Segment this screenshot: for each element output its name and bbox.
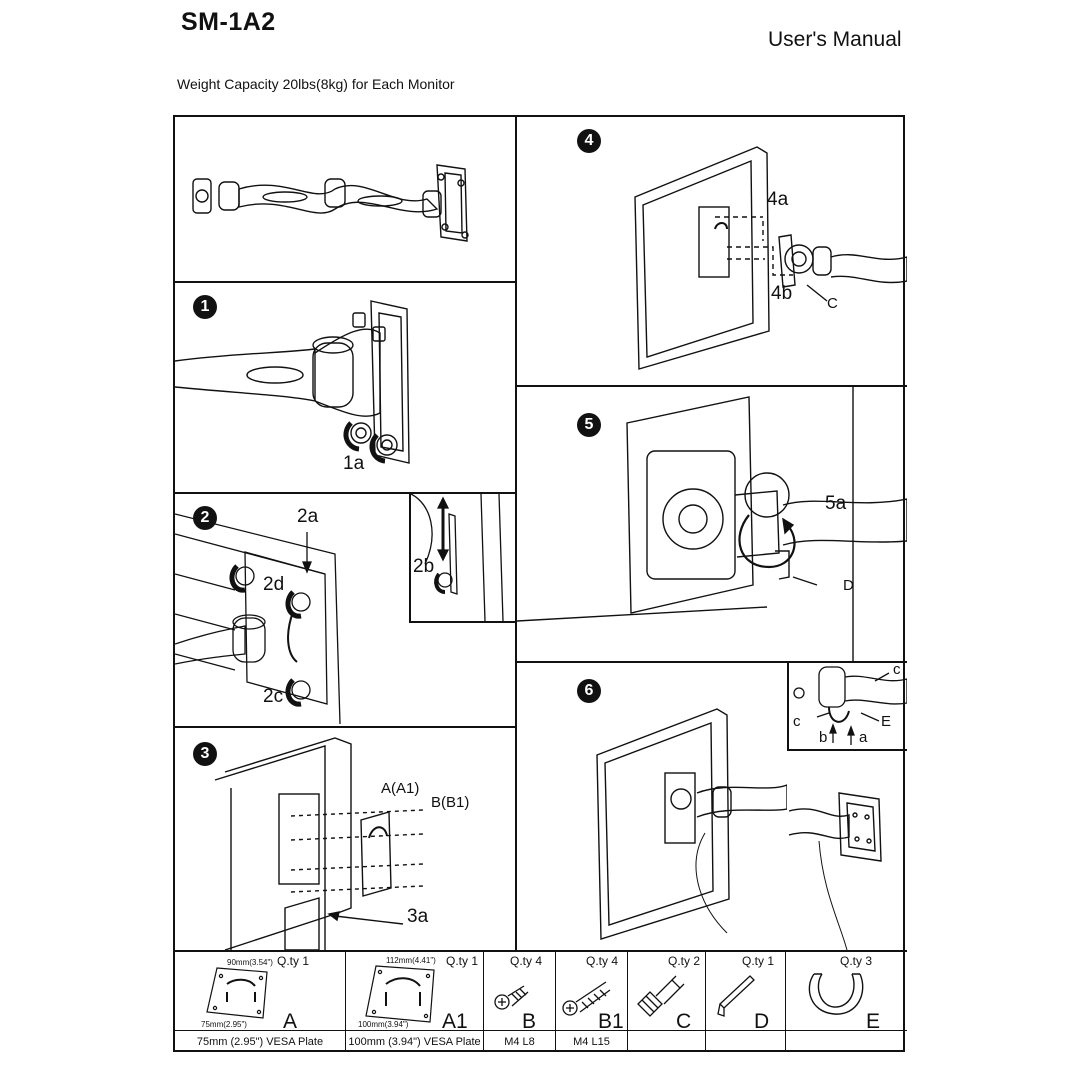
part-cell-b1: Q.ty 4 B1 M4 L15 bbox=[556, 952, 627, 1052]
callout-c: C bbox=[827, 295, 838, 312]
thumb-screw-icon bbox=[637, 975, 685, 1017]
callout-a: a bbox=[859, 729, 868, 746]
short-screw-icon bbox=[494, 985, 529, 1010]
step-2-inset: 2b bbox=[411, 494, 515, 621]
step-4-number: 4 bbox=[577, 129, 601, 153]
part-cell-a1: Q.ty 1 112mm(4.41") 100mm(3.94") A1 100m… bbox=[346, 952, 483, 1052]
callout-vesa-plate: A(A1) bbox=[381, 780, 420, 797]
callout-2d: 2d bbox=[263, 574, 285, 595]
step-1-number: 1 bbox=[193, 295, 217, 319]
part-a-label: A bbox=[283, 1010, 298, 1033]
part-b-label: B bbox=[522, 1010, 537, 1033]
part-a1-label: A1 bbox=[442, 1010, 468, 1033]
step-2-panel: 2 2a 2d 2c bbox=[175, 494, 409, 726]
vesa-plate-75-icon bbox=[206, 967, 268, 1019]
step-1-panel: 1 1a bbox=[175, 283, 515, 492]
part-a-qty: Q.ty 1 bbox=[277, 954, 310, 968]
vesa-plate-100-icon bbox=[365, 965, 435, 1023]
step-5-illustration bbox=[517, 387, 907, 661]
part-cell-b: Q.ty 4 B M4 L8 bbox=[484, 952, 555, 1052]
part-d-qty: Q.ty 1 bbox=[742, 954, 775, 968]
callout-4b: 4b bbox=[771, 283, 793, 304]
callout-3a: 3a bbox=[407, 906, 429, 927]
callout-5a: 5a bbox=[825, 493, 847, 514]
weight-capacity: Weight Capacity 20lbs(8kg) for Each Moni… bbox=[177, 76, 455, 92]
part-a-dim-top: 90mm(3.54") bbox=[227, 958, 273, 967]
callout-e: E bbox=[881, 713, 892, 730]
step-2b-detail bbox=[411, 494, 504, 621]
callout-4a: 4a bbox=[767, 189, 789, 210]
part-b-qty: Q.ty 4 bbox=[510, 954, 543, 968]
step-6-extension bbox=[789, 792, 882, 950]
step-4-illustration bbox=[634, 146, 907, 370]
step-6-inset: c c E b a bbox=[789, 663, 907, 749]
part-a-dim-side: 75mm(2.95") bbox=[201, 1020, 247, 1029]
callout-2b: 2b bbox=[413, 556, 435, 577]
step-3-illustration bbox=[214, 737, 424, 950]
step-5-number: 5 bbox=[577, 413, 601, 437]
step-6-panel: 6 bbox=[517, 663, 787, 950]
step-5-panel: 5 5a D bbox=[517, 387, 907, 661]
part-cell-a: Q.ty 1 90mm(3.54") 75mm(2.95") A 75mm (2… bbox=[175, 952, 345, 1052]
step-3-number: 3 bbox=[193, 742, 217, 766]
cable-clip-icon bbox=[808, 973, 864, 1015]
callout-b: b bbox=[819, 729, 828, 746]
overview-panel bbox=[175, 117, 515, 281]
model-number: SM-1A2 bbox=[181, 8, 276, 36]
part-c-label: C bbox=[676, 1010, 692, 1033]
part-a1-desc: 100mm (3.94") VESA Plate bbox=[348, 1036, 481, 1048]
part-a1-dim-side: 100mm(3.94") bbox=[358, 1020, 409, 1029]
assembled-arm-illustration bbox=[192, 164, 469, 242]
part-cell-e: Q.ty 3 E bbox=[786, 952, 907, 1052]
part-cell-c: Q.ty 2 C bbox=[628, 952, 705, 1052]
step-2-illustration bbox=[175, 513, 341, 725]
callout-1a: 1a bbox=[343, 453, 365, 474]
part-a-desc: 75mm (2.95") VESA Plate bbox=[196, 1036, 324, 1048]
callout-c-top: c bbox=[893, 663, 901, 678]
instruction-grid: 1 1a 2 2a 2d 2c bbox=[173, 115, 907, 1052]
step-4-panel: 4 4a 4b C bbox=[517, 117, 907, 385]
callout-c-left: c bbox=[793, 713, 801, 730]
callout-2c: 2c bbox=[263, 686, 284, 707]
part-b1-desc: M4 L15 bbox=[573, 1036, 610, 1048]
step-2-number: 2 bbox=[193, 506, 217, 530]
part-a1-dim-top: 112mm(4.41") bbox=[386, 956, 436, 965]
part-c-qty: Q.ty 2 bbox=[668, 954, 701, 968]
manual-title: User's Manual bbox=[768, 28, 902, 51]
step-6-illustration bbox=[596, 708, 787, 940]
part-cell-d: Q.ty 1 D bbox=[706, 952, 785, 1052]
part-b1-qty: Q.ty 4 bbox=[586, 954, 619, 968]
step-1-illustration bbox=[175, 300, 410, 464]
part-d-label: D bbox=[754, 1010, 770, 1033]
part-e-label: E bbox=[866, 1010, 881, 1033]
long-screw-icon bbox=[562, 981, 611, 1016]
callout-d: D bbox=[843, 577, 854, 594]
part-e-qty: Q.ty 3 bbox=[840, 954, 873, 968]
step-6-cable-detail bbox=[793, 666, 907, 745]
part-b1-label: B1 bbox=[598, 1010, 624, 1033]
step-6-right bbox=[789, 751, 907, 950]
allen-key-icon bbox=[717, 975, 755, 1017]
step-3-panel: 3 A(A1) B(B1) 3a bbox=[175, 728, 515, 950]
callout-screw: B(B1) bbox=[431, 794, 470, 811]
callout-2a: 2a bbox=[297, 506, 319, 527]
step-6-number: 6 bbox=[577, 679, 601, 703]
part-a1-qty: Q.ty 1 bbox=[446, 954, 479, 968]
part-b-desc: M4 L8 bbox=[504, 1036, 535, 1048]
